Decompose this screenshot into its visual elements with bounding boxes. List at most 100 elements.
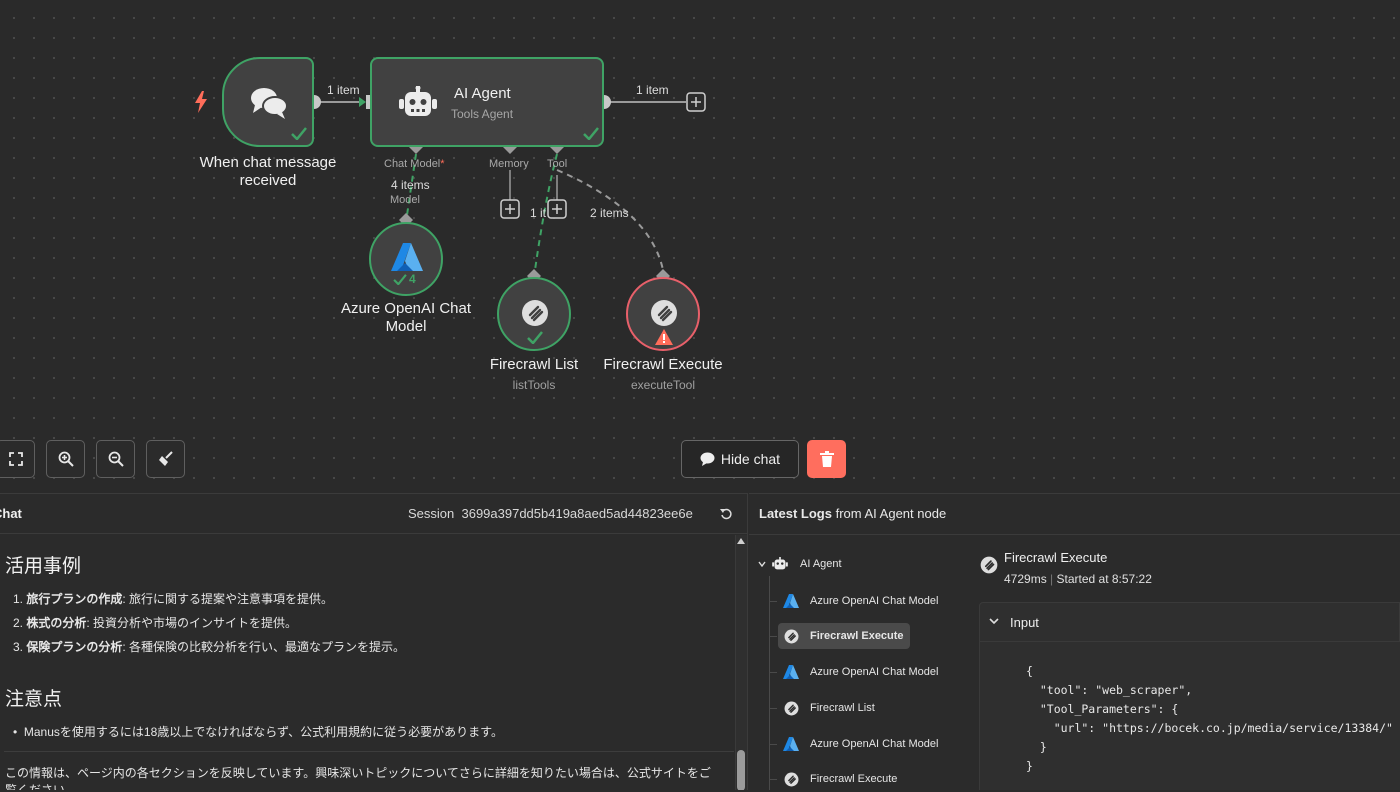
log-tree-item[interactable]: Firecrawl List — [778, 695, 881, 721]
tree-connector — [769, 744, 777, 745]
clear-execution-button[interactable] — [807, 440, 846, 478]
chat-title: Chat — [0, 506, 22, 521]
session-id: 3699a397dd5b419a8aed5ad44823ee6e — [461, 506, 693, 521]
success-check-icon — [526, 329, 544, 345]
firecrawl-exec-title: Firecrawl Execute — [603, 356, 723, 373]
edge-label-trigger-agent: 1 item — [327, 83, 360, 97]
connections-layer — [307, 92, 706, 283]
zoom-to-fit-button[interactable] — [0, 440, 35, 478]
log-tree-item-label: Firecrawl Execute — [810, 630, 904, 642]
code-line: "url": "https://bocek.co.jp/media/servic… — [1026, 721, 1393, 735]
tree-root-label: AI Agent — [800, 558, 842, 570]
hide-chat-button[interactable]: Hide chat — [681, 440, 799, 478]
log-detail-title: Firecrawl Execute — [1004, 550, 1108, 565]
azure-icon — [782, 594, 800, 608]
edge-label-tool-exec: 2 items — [590, 206, 629, 220]
firecrawl-list-title: Firecrawl List — [489, 356, 579, 373]
log-tree-item[interactable]: Azure OpenAI Chat Model — [778, 588, 944, 614]
input-json-block: { "tool": "web_scraper", "Tool_Parameter… — [979, 642, 1400, 790]
zoom-out-button[interactable] — [96, 440, 135, 478]
firecrawl-list-subtitle: listTools — [512, 378, 556, 392]
warning-icon — [654, 328, 674, 346]
log-tree-item[interactable]: Azure OpenAI Chat Model — [778, 731, 944, 757]
azure-icon — [389, 242, 425, 272]
chat-bubbles-icon — [246, 85, 292, 121]
logs-header-rest: from AI Agent node — [835, 506, 947, 521]
list-item: 2. 株式の分析: 投資分析や市場のインサイトを提供。 — [13, 616, 298, 630]
section-heading-notes: 注意点 — [5, 689, 63, 710]
firecrawl-icon — [782, 772, 800, 787]
logs-header-bold: Latest Logs — [759, 506, 832, 521]
message-footer-line: 覧ください。 — [5, 783, 78, 790]
hide-chat-label: Hide chat — [720, 451, 781, 467]
firecrawl-icon — [520, 298, 550, 328]
divider — [749, 534, 1400, 535]
code-line: } — [1026, 740, 1047, 754]
zoom-in-icon — [58, 451, 74, 467]
edge-tool-list — [534, 153, 558, 271]
log-tree-item[interactable]: Firecrawl Execute — [778, 766, 903, 792]
reset-session-icon[interactable] — [718, 506, 734, 522]
tidy-up-button[interactable] — [146, 440, 185, 478]
fit-view-icon — [8, 452, 23, 466]
robot-icon — [772, 557, 788, 570]
chevron-down-icon — [989, 618, 999, 625]
workflow-canvas[interactable]: When chat message received AI Agent Tool… — [0, 0, 1400, 493]
trash-icon — [819, 451, 834, 467]
log-started-at: Started at 8:57:22 — [1056, 572, 1152, 586]
memory-port-label: Memory — [489, 158, 529, 170]
logs-header: Latest Logs from AI Agent node — [759, 506, 946, 521]
trigger-node-title: When chat message received — [199, 154, 337, 189]
chat-model-port-label: Chat Model* — [384, 158, 445, 170]
scrollbar-thumb[interactable] — [737, 750, 745, 790]
input-section-header[interactable]: Input — [979, 602, 1400, 642]
tree-connector — [769, 779, 777, 780]
log-detail-meta: 4729ms | Started at 8:57:22 — [1004, 572, 1152, 586]
firecrawl-exec-subtitle: executeTool — [630, 378, 696, 392]
list-item: 1. 旅行プランの作成: 旅行に関する提案や注意事項を提供。 — [13, 592, 334, 606]
edge-arrow — [359, 97, 366, 107]
zoom-out-icon — [108, 451, 124, 467]
tree-connector — [769, 672, 777, 673]
log-tree-item-label: Azure OpenAI Chat Model — [810, 666, 939, 678]
log-tree-item[interactable]: Azure OpenAI Chat Model — [778, 659, 944, 685]
code-line: "Tool_Parameters": { — [1026, 702, 1179, 716]
zoom-in-button[interactable] — [46, 440, 85, 478]
chat-trigger-node[interactable] — [222, 57, 314, 147]
code-line: "tool": "web_scraper", — [1026, 683, 1193, 697]
model-port-label: Model — [390, 194, 420, 206]
azure-icon — [782, 665, 800, 679]
scroll-up-icon — [737, 538, 745, 544]
azure-openai-node[interactable]: 4 — [369, 222, 443, 296]
chat-messages[interactable]: 活用事例 1. 旅行プランの作成: 旅行に関する提案や注意事項を提供。 2. 株… — [0, 535, 735, 790]
input-section-label: Input — [1010, 615, 1039, 630]
chat-bubble-icon — [700, 452, 715, 466]
log-tree-item-label: Firecrawl Execute — [810, 773, 898, 785]
edge-label-tool-list: 1 it — [530, 206, 547, 220]
broom-icon — [158, 451, 173, 466]
edge-model — [405, 153, 417, 223]
message-footer-line: この情報は、ページ内の各セクションを反映しています。興味深いトピックについてさら… — [5, 766, 711, 780]
ai-agent-node[interactable]: AI Agent Tools Agent — [370, 57, 604, 147]
azure-icon — [782, 737, 800, 751]
firecrawl-list-node[interactable] — [497, 277, 571, 351]
firecrawl-icon — [649, 298, 679, 328]
edge-tool-exec — [556, 169, 664, 271]
chat-scrollbar[interactable] — [735, 535, 747, 790]
session-info: Session 3699a397dd5b419a8aed5ad44823ee6e — [408, 506, 693, 521]
firecrawl-icon — [782, 629, 800, 644]
tree-connector — [769, 636, 777, 637]
tree-root-ai-agent[interactable]: AI Agent — [758, 557, 842, 571]
firecrawl-execute-node[interactable] — [626, 277, 700, 351]
agent-input-port[interactable] — [366, 95, 372, 109]
chevron-down-icon — [758, 561, 766, 567]
success-check-icon — [582, 125, 600, 141]
success-check-icon — [393, 273, 407, 285]
code-line: { — [1026, 664, 1033, 678]
tree-guide-line — [769, 576, 770, 790]
azure-run-count: 4 — [409, 272, 416, 286]
azure-run-badge: 4 — [393, 272, 416, 286]
log-tree-item[interactable]: Firecrawl Execute — [778, 623, 910, 649]
chat-panel: Chat Session 3699a397dd5b419a8aed5ad4482… — [0, 493, 748, 790]
divider — [4, 751, 734, 752]
